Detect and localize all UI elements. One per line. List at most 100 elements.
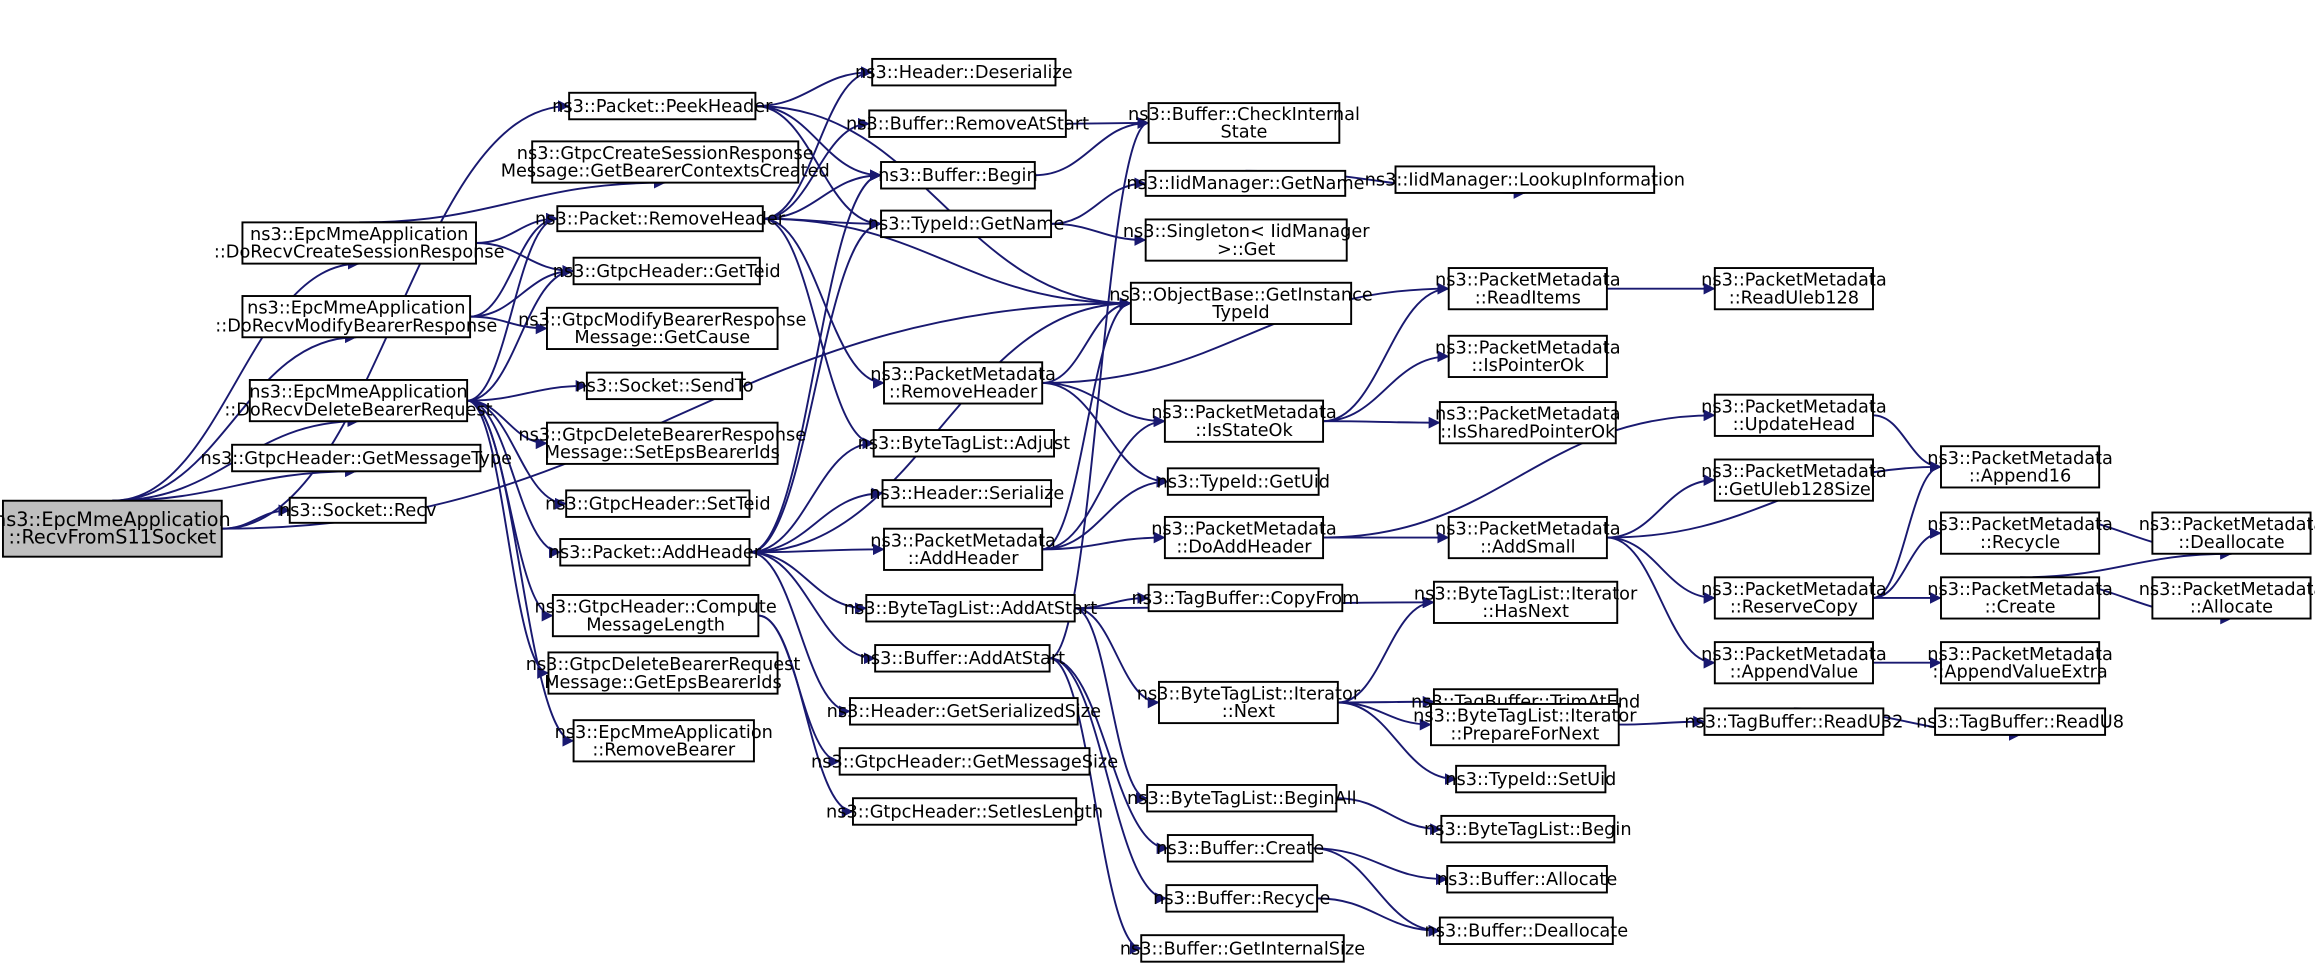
node-pm-do-add-header[interactable]: ns3::PacketMetadata::DoAddHeader [1151,515,1337,560]
node-label-line: ns3::GtpcHeader::SetIesLength [826,802,1103,822]
node-set-eps-ids[interactable]: ns3::GtpcDeleteBearerResponseMessage::Se… [518,421,806,465]
node-pm-read-items[interactable]: ns3::PacketMetadata::ReadItems [1435,267,1621,311]
node-label-line: ::IsStateOk [1195,421,1293,441]
node-pm-remove-header[interactable]: ns3::PacketMetadata::RemoveHeader [870,361,1056,405]
node-root[interactable]: ns3::EpcMmeApplication::RecvFromS11Socke… [0,499,231,558]
node-set-teid[interactable]: ns3::GtpcHeader::SetTeid [545,489,771,518]
node-label-line: ns3::GtpcHeader::GetTeid [553,262,781,282]
node-pm-reserve-copy[interactable]: ns3::PacketMetadata::ReserveCopy [1701,576,1887,620]
node-type-set-uid[interactable]: ns3::TypeId::SetUid [1445,764,1616,794]
node-lookup-info[interactable]: ns3::IidManager::LookupInformation [1365,165,1685,194]
node-box [1163,399,1325,443]
node-set-ies-len[interactable]: ns3::GtpcHeader::SetIesLength [826,797,1103,826]
node-box [546,421,779,465]
node-get-ser-size[interactable]: ns3::Header::GetSerializedSize [827,697,1101,726]
node-btl-iter-next[interactable]: ns3::ByteTagList::Iterator::Next [1137,680,1361,725]
node-add-header[interactable]: ns3::Packet::AddHeader [549,538,762,567]
node-box [880,209,1053,239]
node-pm-is-state-ok[interactable]: ns3::PacketMetadata::IsStateOk [1151,399,1337,443]
node-buf-add-at-start[interactable]: ns3::Buffer::AddAtStart [860,644,1066,673]
node-remove-bearer[interactable]: ns3::EpcMmeApplication::RemoveBearer [555,719,773,763]
node-pm-create[interactable]: ns3::PacketMetadata::Create [1927,576,2113,620]
node-box [1438,401,1617,445]
node-label-line: ns3::PacketMetadata [1927,580,2113,600]
node-tb-read-u8[interactable]: ns3::TagBuffer::ReadU8 [1916,707,2124,736]
node-sess-resp-msg[interactable]: ns3::GtpcCreateSessionResponseMessage::G… [501,140,830,184]
node-box [871,57,1057,87]
node-pm-allocate[interactable]: ns3::PacketMetadata::Allocate [2139,576,2315,620]
node-do-recv-delete[interactable]: ns3::EpcMmeApplication::DoRecvDeleteBear… [224,379,493,423]
edge-pm-add-small-to-pm-append16 [1606,460,1942,539]
node-do-recv-create[interactable]: ns3::EpcMmeApplication::DoRecvCreateSess… [214,221,505,265]
node-box [1713,267,1874,311]
node-tb-read-u32[interactable]: ns3::TagBuffer::ReadU32 [1684,707,1903,736]
node-btl-iter-has-next[interactable]: ns3::ByteTagList::Iterator::HasNext [1414,580,1638,624]
node-get-teid[interactable]: ns3::GtpcHeader::GetTeid [553,256,781,286]
node-do-recv-modify[interactable]: ns3::EpcMmeApplication::DoRecvModifyBear… [215,295,497,339]
node-pm-append-value[interactable]: ns3::PacketMetadata::AppendValue [1701,641,1887,685]
node-pm-add-header[interactable]: ns3::PacketMetadata::AddHeader [870,527,1056,571]
edge-buf-begin-to-check-internal [1034,117,1150,177]
node-pm-append-value-extra[interactable]: ns3::PacketMetadata::AppendValueExtra [1927,641,2113,685]
node-pm-get-uleb128-size[interactable]: ns3::PacketMetadata::GetUleb128Size [1701,458,1887,502]
node-label-line: ns3::Buffer::CheckInternal [1128,105,1360,125]
node-remove-at-start[interactable]: ns3::Buffer::RemoveAtStart [846,109,1089,138]
node-box [288,496,427,524]
node-socket-recv[interactable]: ns3::Socket::Recv [279,496,437,524]
node-btl-begin-all[interactable]: ns3::ByteTagList::BeginAll [1127,784,1357,813]
node-btl-begin[interactable]: ns3::ByteTagList::Begin [1424,814,1632,844]
node-type-get-name[interactable]: ns3::TypeId::GetName [868,209,1065,239]
node-get-msg-size[interactable]: ns3::GtpcHeader::GetMessageSize [811,747,1118,776]
node-box [880,161,1036,190]
node-box [1447,515,1608,560]
node-label-line: ns3::Singleton< IidManager [1123,222,1370,242]
node-buf-begin[interactable]: ns3::Buffer::Begin [878,161,1038,190]
node-label-line: ns3::EpcMmeApplication [555,723,773,743]
node-get-eps-ids[interactable]: ns3::GtpcDeleteBearerRequestMessage::Get… [526,651,801,695]
node-label-line: ::UpdateHead [1733,415,1855,435]
node-box [1940,576,2101,620]
node-peek-header[interactable]: ns3::Packet::PeekHeader [552,91,773,121]
node-iid-get-name[interactable]: ns3::IidManager::GetName [1126,169,1365,197]
node-buf-get-internal-size[interactable]: ns3::Buffer::GetInternalSize [1120,934,1365,963]
node-buf-deallocate[interactable]: ns3::Buffer::Deallocate [1425,916,1629,945]
edge-btl-iter-next-to-btl-iter-has-next [1337,596,1435,704]
node-btl-adjust[interactable]: ns3::ByteTagList::Adjust [858,429,1071,458]
edge-add-header-to-get-ser-size [749,551,851,718]
node-pm-add-small[interactable]: ns3::PacketMetadata::AddSmall [1435,515,1621,560]
node-pm-recycle[interactable]: ns3::PacketMetadata::Recycle [1927,511,2113,555]
node-tb-copy-from[interactable]: ns3::TagBuffer::CopyFrom [1131,583,1359,613]
node-pm-is-pointer-ok[interactable]: ns3::PacketMetadata::IsPointerOk [1435,334,1621,378]
node-btl-add-at-start[interactable]: ns3::ByteTagList::AddAtStart [844,594,1098,623]
node-label-line: ns3::Buffer::Recycle [1153,889,1330,909]
node-pm-deallocate[interactable]: ns3::PacketMetadata::Deallocate [2139,511,2315,555]
node-label-line: ns3::TypeId::SetUid [1445,770,1616,790]
node-label-line: ns3::Packet::AddHeader [549,543,762,563]
node-buf-create[interactable]: ns3::Buffer::Create [1156,834,1324,863]
edge-add-header-to-hdr-serialize [749,487,884,554]
node-pm-is-shared-pointer-ok[interactable]: ns3::PacketMetadata::IsSharedPointerOk [1435,401,1621,445]
node-label-line: ns3::IidManager::LookupInformation [1365,171,1685,191]
node-buf-recycle[interactable]: ns3::Buffer::Recycle [1153,884,1330,913]
node-modify-cause[interactable]: ns3::GtpcModifyBearerResponseMessage::Ge… [518,306,806,350]
node-hdr-serialize[interactable]: ns3::Header::Serialize [869,479,1064,508]
node-label-line: ns3::PacketMetadata [1927,515,2113,535]
node-send-to[interactable]: ns3::Socket::SendTo [575,371,754,401]
node-pm-read-uleb128[interactable]: ns3::PacketMetadata::ReadUleb128 [1701,267,1887,311]
node-pm-update-head[interactable]: ns3::PacketMetadata::UpdateHead [1701,393,1887,437]
edge-buf-create-to-buf-allocate [1312,847,1448,886]
node-pm-append16[interactable]: ns3::PacketMetadata::Append16 [1927,445,2113,489]
node-label-line: Message::SetEpsBearerIds [545,443,780,463]
node-label-line: ns3::PacketMetadata [1151,520,1337,540]
node-deserialize[interactable]: ns3::Header::Deserialize [855,57,1073,87]
node-singleton-get[interactable]: ns3::Singleton< IidManager>::Get [1123,218,1370,262]
node-label-line: ns3::Buffer::AddAtStart [860,649,1066,669]
node-btl-iter-prepare[interactable]: ns3::ByteTagList::Iterator::PrepareForNe… [1413,703,1637,747]
node-get-msg-type[interactable]: ns3::GtpcHeader::GetMessageType [201,443,512,473]
node-remove-header[interactable]: ns3::Packet::RemoveHeader [535,205,786,233]
node-buf-allocate[interactable]: ns3::Buffer::Allocate [1437,865,1617,894]
node-type-get-uid[interactable]: ns3::TypeId::GetUid [1156,467,1330,496]
